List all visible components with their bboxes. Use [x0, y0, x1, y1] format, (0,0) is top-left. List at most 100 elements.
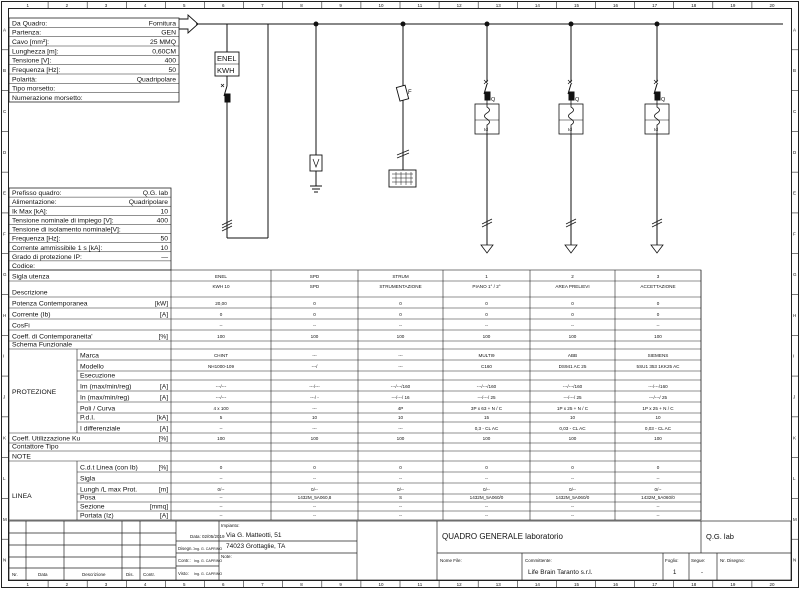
supply-row-value: GEN: [161, 30, 176, 37]
row-label-in: In (max/min/reg): [80, 395, 129, 402]
cell-potenza: 0: [571, 301, 574, 306]
row-unit-idiff: [A]: [160, 426, 168, 433]
row-unit-corrente: [A]: [160, 312, 168, 319]
border-col-bottom: 20: [769, 582, 775, 587]
cell-cosfi: --: [571, 323, 575, 328]
cell-potenza: 20,00: [215, 301, 227, 306]
foglio-value: 1: [673, 570, 677, 576]
cell-cosfi: --: [399, 323, 403, 328]
border-col-top: 5: [183, 3, 186, 8]
cell-sigla_l: --: [313, 476, 317, 481]
border-col-top: 4: [144, 3, 147, 8]
border-col-bottom: 1: [27, 582, 30, 587]
rev-header-contr: Contr.: [143, 572, 155, 577]
cell-lungh: 0/--: [397, 487, 404, 492]
row-label-note: NOTE: [12, 454, 31, 461]
cell-pdi: 10: [655, 415, 661, 420]
cell-im: ---/---/160: [477, 384, 497, 389]
cell-posa: 1432M_5A060/0: [556, 495, 590, 500]
border-col-bottom: 4: [144, 582, 147, 587]
row-label-sigla: Sigla utenza: [12, 274, 50, 281]
cell-lungh: 0/--: [218, 487, 225, 492]
cell-pdi: 10: [398, 415, 404, 420]
committente-value: Life Brain Taranto s.r.l.: [528, 569, 593, 576]
border-row-right: I: [793, 354, 794, 359]
supply-row-label: Cavo [mm²]:: [12, 39, 49, 46]
cell-portata: --: [399, 513, 403, 518]
cell-modello: DS941 AC 25: [559, 364, 587, 369]
title-block-text: Nr. Data Descrizione Dis. Contr. Data: 0…: [12, 523, 745, 577]
border-col-bottom: 10: [378, 582, 384, 587]
instrument-panel: [388, 169, 417, 188]
panel-row-label: Prefisso quadro:: [12, 190, 62, 197]
meter-label-enel: ENEL: [217, 54, 237, 63]
segue-value: -: [701, 570, 703, 576]
panel-row-value: —: [161, 254, 168, 261]
cell-idiff: 0,03 - CL AC: [645, 426, 672, 431]
cell-in: ---/---/ 25: [649, 395, 668, 400]
cell-modello: ---/: [312, 364, 319, 369]
cell-cdt: 0: [571, 465, 574, 470]
cell-poli: 4 x 100: [213, 406, 229, 411]
date-value: 02/05/2019: [202, 534, 225, 539]
note-label: Note:: [221, 554, 232, 559]
border-row-left: D: [3, 150, 7, 155]
cell-sezione: --: [656, 504, 660, 509]
group-label-linea: LINEA: [12, 493, 32, 500]
cell-idiff: ---: [312, 426, 317, 431]
cell-posa: 1432M_5A060,8: [298, 495, 332, 500]
border-row-left: L: [3, 476, 6, 481]
cell-im: ---/---/160: [648, 384, 668, 389]
cell-pdi: 10: [312, 415, 318, 420]
row-label-posa: Posa: [80, 495, 96, 502]
supply-row-label: Lunghezza [m]:: [12, 48, 59, 55]
cell-modello: 5SU1 353 1KK25 AC: [637, 364, 681, 369]
cell-poli: 1P x 25 + N / C: [557, 406, 589, 411]
group-label-protezione: PROTEZIONE: [12, 389, 57, 396]
row-label-pdi: P.d.I.: [80, 415, 95, 422]
cell-ku: 100: [397, 436, 405, 441]
border-col-top: 20: [769, 3, 775, 8]
border-row-right: C: [793, 109, 797, 114]
border-row-left: K: [3, 435, 6, 440]
border-col-bottom: 16: [613, 582, 619, 587]
supply-row-label: Numerazione morsetto:: [12, 95, 83, 102]
border-col-bottom: 9: [339, 582, 342, 587]
cell-im: ---/---: [309, 384, 320, 389]
cell-portata: --: [219, 513, 223, 518]
border-col-bottom: 11: [418, 582, 423, 587]
impianto-line2: 74023 Grottaglie, TA: [226, 543, 286, 550]
border-col-bottom: 17: [652, 582, 658, 587]
border-col-bottom: 12: [457, 582, 463, 587]
cell-coeff: 100: [397, 334, 405, 339]
breaker-contact: [568, 91, 575, 101]
drawing-title: QUADRO GENERALE laboratorio: [442, 532, 563, 541]
row-unit-portata: [A]: [160, 513, 168, 520]
cell-sigla_l: --: [571, 476, 575, 481]
cell-marca: ---: [312, 353, 317, 358]
border-col-bottom: 6: [222, 582, 225, 587]
border-row-right: H: [793, 313, 796, 318]
row-label-marca: Marca: [80, 353, 99, 360]
cell-in: ---/---/ 25: [563, 395, 582, 400]
border-col-bottom: 7: [261, 582, 264, 587]
supply-row-value: Fornitura: [149, 20, 176, 27]
border-row-left: E: [3, 191, 6, 196]
supply-row-label: Tipo morsetto:: [12, 86, 55, 93]
row-label-potenza: Potenza Contemporanea: [12, 301, 88, 308]
row-label-sezione: Sezione: [80, 504, 105, 511]
supply-row-label: Frequenza [Hz]:: [12, 67, 60, 74]
border-col-top: 6: [222, 3, 225, 8]
drawing-code: Q.G. lab: [706, 532, 734, 541]
impianto-line1: Via G. Matteotti, 51: [226, 532, 282, 539]
cell-sigla: 3: [657, 274, 660, 279]
cell-poli: 4P: [398, 406, 404, 411]
border-col-bottom: 8: [300, 582, 303, 587]
meter-label-kwh: KWH: [217, 66, 235, 75]
cell-pdi: 15: [484, 415, 490, 420]
cell-coeff: 100: [311, 334, 319, 339]
row-unit-pdi: [kA]: [157, 415, 168, 422]
cell-idiff: 0,3 - CL AC: [475, 426, 499, 431]
